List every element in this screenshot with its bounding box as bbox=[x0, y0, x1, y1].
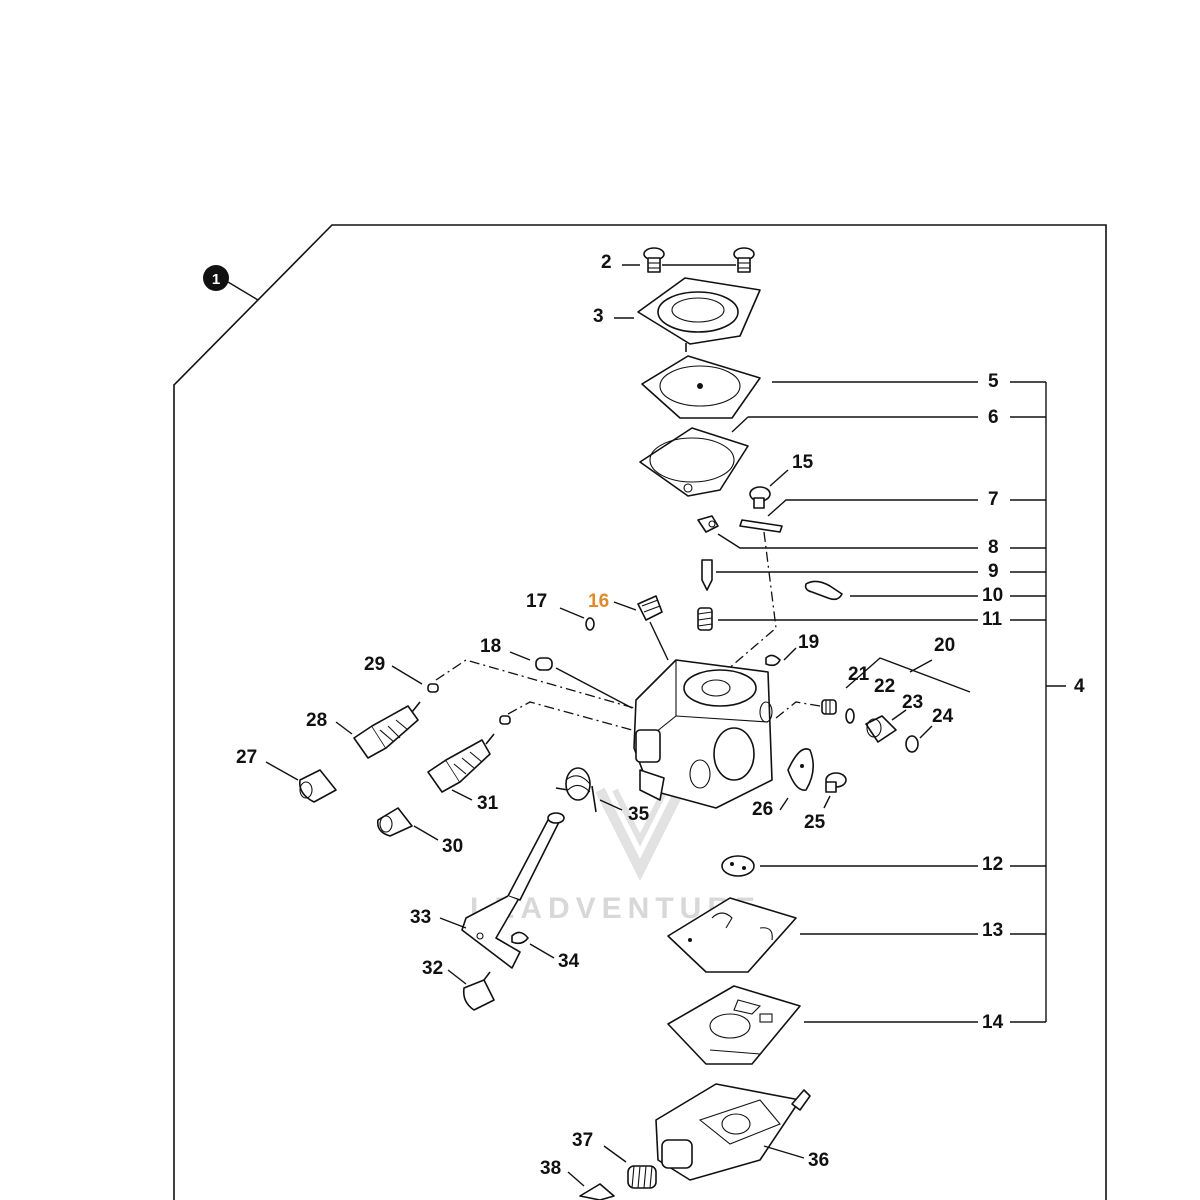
callout-29[interactable]: 29 bbox=[364, 654, 385, 675]
part-2-screws bbox=[622, 247, 755, 273]
callout-35[interactable]: 35 bbox=[628, 804, 650, 825]
part-29-dowels bbox=[391, 659, 635, 731]
group-20-bracket bbox=[845, 657, 971, 693]
callout-2[interactable]: 2 bbox=[601, 252, 612, 273]
callout-30[interactable]: 30 bbox=[442, 836, 463, 857]
part-10-link bbox=[804, 580, 978, 601]
svg-text:1: 1 bbox=[212, 271, 220, 288]
callout-4[interactable]: 4 bbox=[1074, 676, 1085, 697]
callout-28[interactable]: 28 bbox=[306, 710, 327, 731]
callout-17[interactable]: 17 bbox=[526, 591, 547, 612]
assembly-line-7 bbox=[719, 531, 777, 677]
part-25-screw bbox=[823, 772, 847, 809]
part-34-clip bbox=[511, 931, 555, 959]
part-14-plate bbox=[667, 985, 978, 1065]
callout-36[interactable]: 36 bbox=[808, 1150, 829, 1171]
callout-22[interactable]: 22 bbox=[874, 676, 895, 697]
part-22-washer bbox=[845, 708, 855, 724]
callout-9[interactable]: 9 bbox=[988, 561, 999, 582]
callout-7[interactable]: 7 bbox=[988, 489, 999, 510]
callout-8[interactable]: 8 bbox=[988, 537, 999, 558]
part-6-gasket bbox=[639, 416, 978, 497]
callout-31[interactable]: 31 bbox=[477, 793, 499, 814]
part-15-screw bbox=[749, 469, 789, 509]
part-36-pump-body bbox=[655, 1083, 811, 1181]
part-17-o-ring bbox=[559, 607, 595, 631]
callout-6[interactable]: 6 bbox=[988, 407, 999, 428]
part-32-knob bbox=[447, 969, 495, 1011]
part-35-spring bbox=[555, 767, 623, 813]
part-16-plug bbox=[613, 595, 669, 661]
callout-18[interactable]: 18 bbox=[480, 636, 501, 657]
part-26-disc bbox=[779, 748, 814, 811]
part-13-gasket bbox=[667, 897, 978, 973]
part-9-needle bbox=[701, 559, 978, 591]
callout-16[interactable]: 16 bbox=[588, 591, 609, 612]
callout-13[interactable]: 13 bbox=[982, 920, 1003, 941]
part-28-screw bbox=[335, 701, 421, 759]
callout-26[interactable]: 26 bbox=[752, 799, 773, 820]
callout-14[interactable]: 14 bbox=[982, 1012, 1004, 1033]
part-38-screw bbox=[567, 1171, 615, 1200]
callout-11[interactable]: 11 bbox=[982, 609, 1003, 630]
callout-38[interactable]: 38 bbox=[540, 1158, 561, 1179]
part-5-diaphragm bbox=[641, 355, 978, 419]
part-21-spring bbox=[775, 699, 837, 719]
callout-labels: 2 3 5 6 15 7 8 9 10 11 4 16 17 18 19 20 … bbox=[236, 252, 1085, 1179]
part-3-cover bbox=[614, 277, 761, 352]
group-4-bracket bbox=[1010, 381, 1066, 1023]
callout-21[interactable]: 21 bbox=[848, 664, 870, 685]
part-33-shaft bbox=[439, 812, 565, 969]
callout-20[interactable]: 20 bbox=[934, 635, 955, 656]
part-7-pin bbox=[739, 499, 978, 533]
carburetor-body bbox=[633, 659, 773, 809]
part-23-cylinder bbox=[865, 709, 907, 743]
part-24-ring bbox=[905, 725, 933, 753]
callout-32[interactable]: 32 bbox=[422, 958, 443, 979]
part-18-bushing bbox=[509, 651, 633, 709]
diagram-frame bbox=[173, 224, 1107, 1200]
assembly-badge[interactable]: 1 bbox=[203, 265, 259, 301]
callout-10[interactable]: 10 bbox=[982, 585, 1003, 606]
part-37-spring bbox=[603, 1145, 657, 1189]
callout-24[interactable]: 24 bbox=[932, 706, 954, 727]
part-12-grommet bbox=[721, 855, 978, 877]
part-8-lever bbox=[697, 515, 978, 549]
part-19-clip bbox=[765, 647, 797, 667]
part-31-screw bbox=[427, 733, 495, 801]
callout-3[interactable]: 3 bbox=[593, 306, 604, 327]
callout-15[interactable]: 15 bbox=[792, 452, 814, 473]
callout-19[interactable]: 19 bbox=[798, 632, 819, 653]
callout-33[interactable]: 33 bbox=[410, 907, 431, 928]
part-11-spring bbox=[697, 607, 978, 631]
callout-37[interactable]: 37 bbox=[572, 1130, 593, 1151]
callout-12[interactable]: 12 bbox=[982, 854, 1003, 875]
part-30-cap bbox=[376, 807, 439, 841]
callout-34[interactable]: 34 bbox=[558, 951, 580, 972]
callout-27[interactable]: 27 bbox=[236, 747, 257, 768]
callout-25[interactable]: 25 bbox=[804, 812, 826, 833]
callout-23[interactable]: 23 bbox=[902, 692, 923, 713]
part-27-cap bbox=[265, 761, 337, 803]
callout-5[interactable]: 5 bbox=[988, 371, 999, 392]
